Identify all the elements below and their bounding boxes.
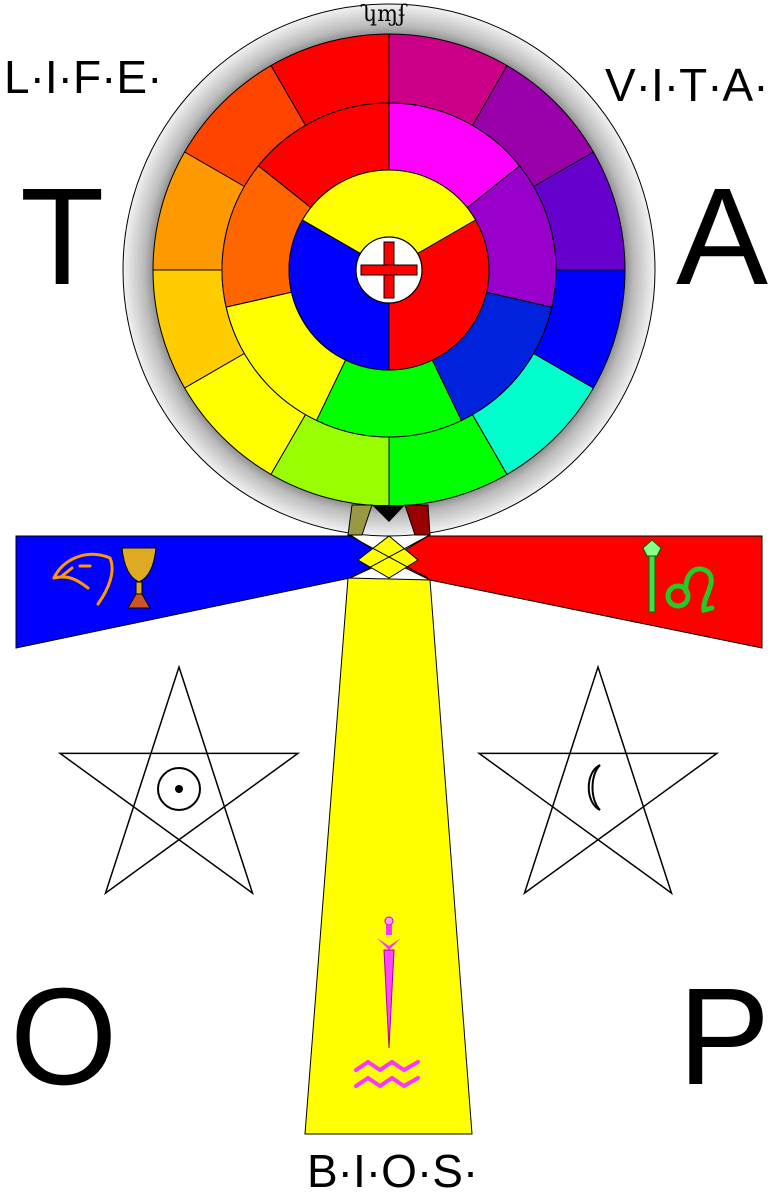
pentagram-right (479, 667, 717, 893)
letter-p: P (678, 968, 770, 1106)
letter-t: T (20, 168, 104, 306)
bottom-arm (305, 578, 472, 1134)
bios-label: B·I·O·S· (307, 1148, 478, 1194)
vita-label: V·I·T·A· (605, 62, 769, 108)
pentagram-left (60, 667, 298, 893)
moon-icon (589, 765, 600, 810)
sun-icon (158, 768, 200, 810)
left-arm (16, 536, 389, 648)
letter-o: O (10, 968, 117, 1106)
life-label: L·I·F·E· (4, 54, 162, 100)
ring-script-text: ʮɱʄ (360, 4, 406, 26)
letter-a: A (676, 168, 768, 306)
